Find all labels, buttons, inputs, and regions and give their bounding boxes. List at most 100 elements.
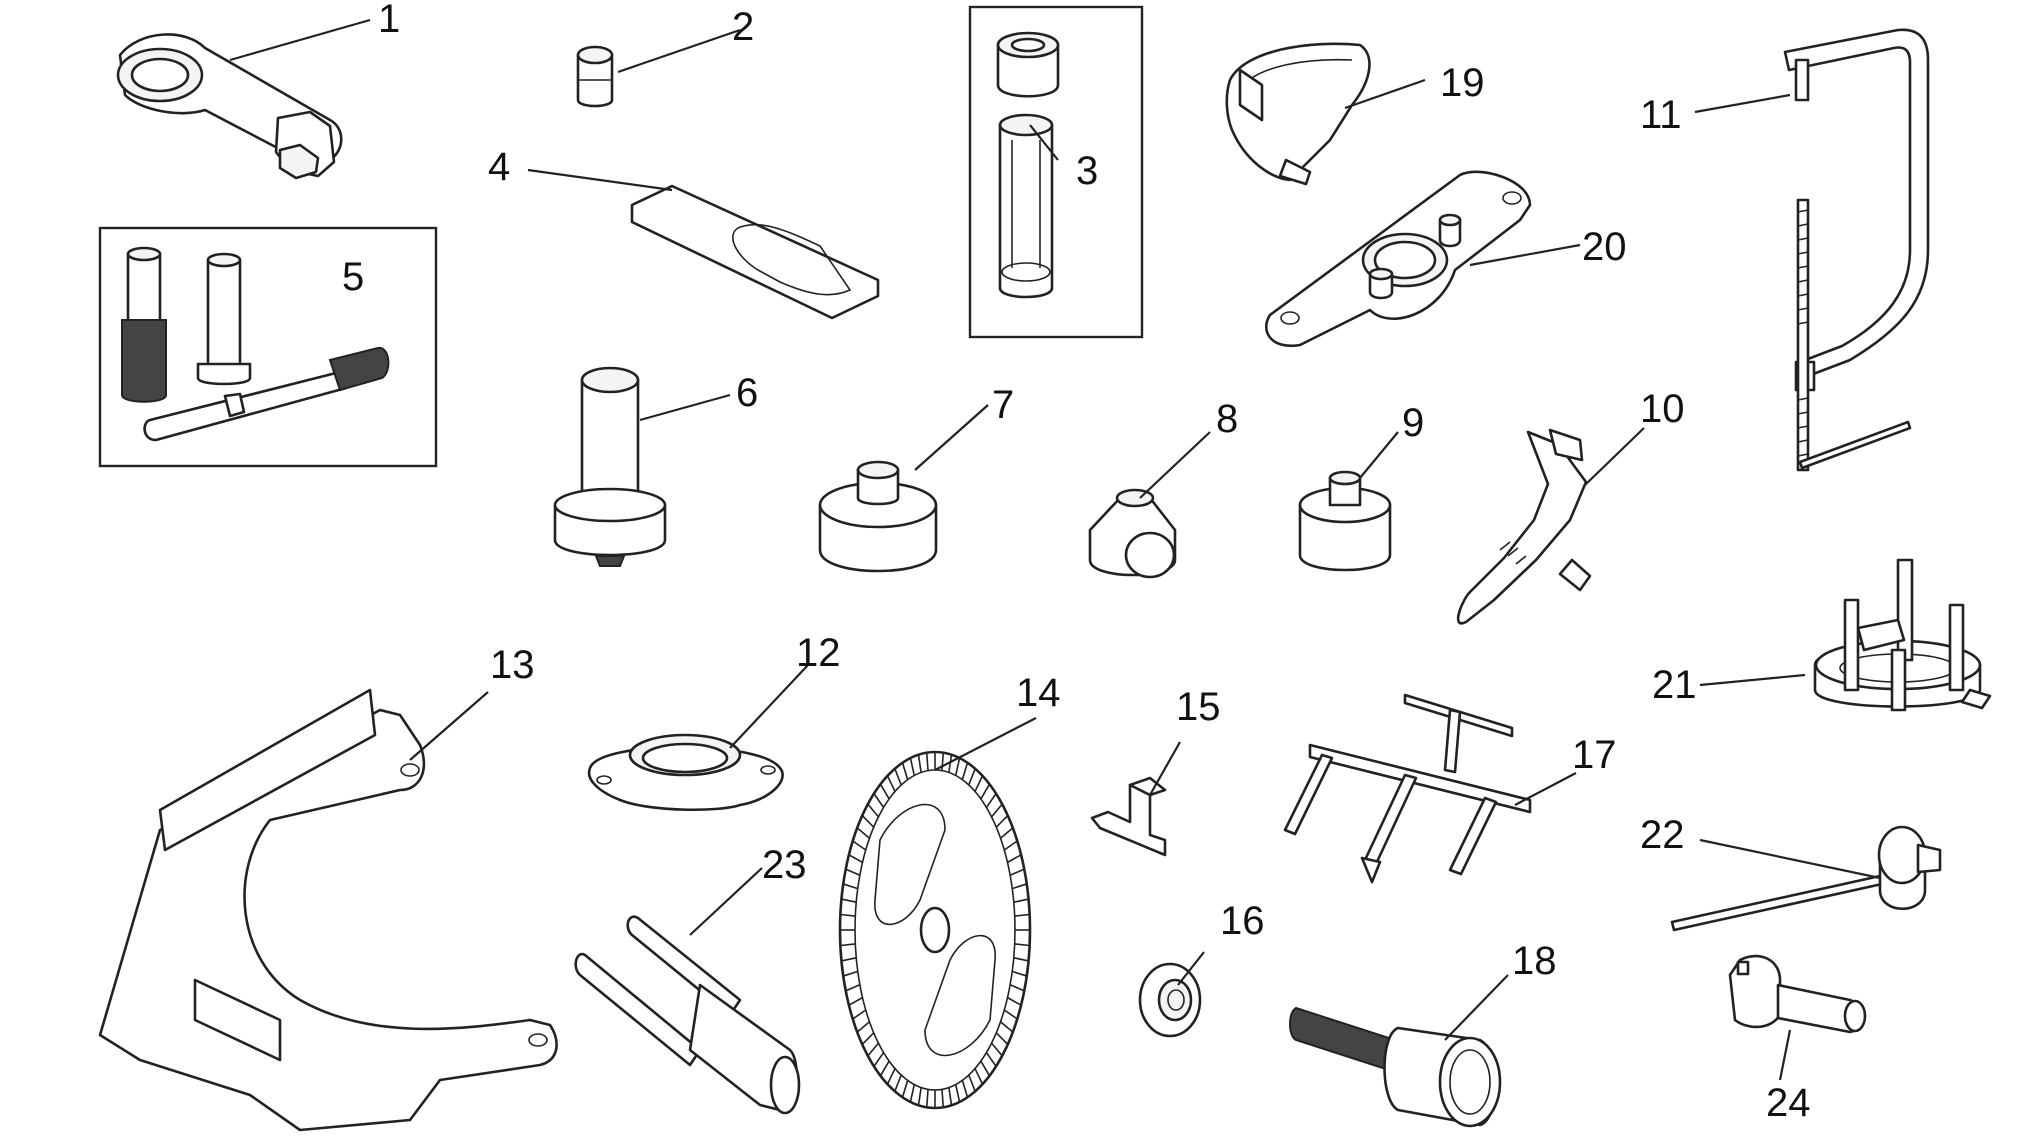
callout-20: 20 <box>1582 225 1627 269</box>
callout-10: 10 <box>1640 387 1685 431</box>
callout-18: 18 <box>1512 939 1557 983</box>
tool-3-sleeve-set <box>968 5 1144 339</box>
tool-17-bar-puller <box>1283 693 1532 884</box>
degree-wheel-tick <box>1013 957 1029 962</box>
degree-wheel-tick <box>941 752 945 771</box>
degree-wheel-tick <box>948 1087 953 1106</box>
degree-wheel-tick <box>990 803 1003 818</box>
tool-22-shaft-cup <box>1670 825 1942 932</box>
degree-wheel-tick <box>886 775 896 792</box>
leader-lines <box>229 18 1881 1081</box>
degree-wheel-tick <box>894 1074 902 1092</box>
degree-wheel-tick <box>961 1080 969 1098</box>
degree-wheel-tick <box>867 803 880 818</box>
tool-6-drift <box>553 366 667 567</box>
tool-24-stepped-pin <box>1728 954 1867 1034</box>
degree-wheel-tick <box>985 793 997 808</box>
tool-1-crank-wrench <box>116 33 343 180</box>
callout-labels: 1 2 3 4 5 6 7 8 9 10 11 12 13 14 15 16 1… <box>342 0 1811 1125</box>
degree-wheel-tick <box>954 1084 961 1103</box>
degree-wheel-tick <box>925 1089 929 1108</box>
callout-14: 14 <box>1016 671 1061 715</box>
callout-24: 24 <box>1766 1081 1811 1125</box>
degree-wheel-tick <box>842 883 858 890</box>
degree-wheel-tick <box>1000 1021 1014 1033</box>
degree-wheel-tick <box>1009 983 1025 992</box>
degree-wheel-tick <box>873 1052 885 1067</box>
tool-21-post-stand <box>1813 558 1992 712</box>
degree-wheel-tick <box>1012 970 1028 977</box>
callout-4: 4 <box>488 145 510 189</box>
callout-9: 9 <box>1402 401 1424 445</box>
tool-18-handle-cup <box>1289 1006 1502 1128</box>
degree-wheel-tick <box>861 1032 875 1045</box>
callout-6: 6 <box>736 371 758 415</box>
degree-wheel-tick <box>845 868 861 877</box>
degree-wheel-tick <box>852 1009 867 1020</box>
degree-wheel-tick <box>841 957 857 962</box>
tool-20-flywheel-holder <box>1264 170 1532 348</box>
degree-wheel-tick <box>980 783 991 800</box>
degree-wheel-tick <box>1012 883 1028 890</box>
tool-2-bush <box>576 45 614 108</box>
degree-wheel-tick <box>1014 913 1030 917</box>
callout-2: 2 <box>732 5 754 49</box>
degree-wheel-tick <box>925 752 929 771</box>
callout-12: 12 <box>796 631 841 675</box>
degree-wheel-tick <box>917 754 922 773</box>
callout-1: 1 <box>378 0 400 41</box>
callout-11: 11 <box>1640 93 1682 137</box>
degree-wheel-tick <box>1009 868 1025 877</box>
tool-12-flange-ring <box>587 733 784 812</box>
degree-wheel-tick <box>852 840 867 851</box>
degree-wheel-tick <box>842 970 858 977</box>
tool-13-support-plate <box>98 688 558 1132</box>
tool-15-bracket <box>1090 776 1167 857</box>
degree-wheel-tick <box>980 1060 991 1077</box>
degree-wheel-tick <box>968 1074 976 1092</box>
degree-wheel-tick <box>995 815 1009 828</box>
degree-wheel-tick <box>909 757 916 776</box>
degree-wheel-tick <box>1014 943 1030 947</box>
callout-8: 8 <box>1216 397 1238 441</box>
degree-wheel-tick <box>968 768 976 786</box>
tool-7-puller-cup <box>818 460 938 573</box>
degree-wheel-tick <box>941 1089 945 1108</box>
degree-wheel-tick <box>848 854 863 864</box>
degree-wheel-tick <box>1003 840 1018 851</box>
degree-wheel-tick <box>856 1021 870 1033</box>
tool-16-small-flange <box>1138 962 1202 1038</box>
degree-wheel-tick <box>886 1068 896 1085</box>
degree-wheel-tick <box>879 783 890 800</box>
callout-7: 7 <box>992 383 1014 427</box>
callout-3: 3 <box>1076 149 1098 193</box>
callout-16: 16 <box>1220 899 1265 943</box>
degree-wheel-tick <box>909 1084 916 1103</box>
tool-9-cylinder <box>1298 470 1392 572</box>
degree-wheel-tick <box>948 754 953 773</box>
degree-wheel-tick <box>974 1068 984 1085</box>
degree-wheel-tick <box>1007 854 1022 864</box>
degree-wheel-tick <box>856 827 870 839</box>
degree-wheel-tick <box>917 1087 922 1106</box>
degree-wheel-tick <box>1000 827 1014 839</box>
degree-wheel-tick <box>841 898 857 903</box>
degree-wheel-tick <box>1007 996 1022 1006</box>
degree-wheel-tick <box>879 1060 890 1077</box>
tool-19-strap-band <box>1225 42 1371 186</box>
callout-17: 17 <box>1572 733 1617 777</box>
tool-11-c-clamp <box>1783 28 1930 472</box>
degree-wheel-tick <box>861 815 875 828</box>
callout-13: 13 <box>490 643 535 687</box>
tool-4-slotted-plate <box>630 184 880 320</box>
degree-wheel-tick <box>1003 1009 1018 1020</box>
degree-wheel-tick <box>873 793 885 808</box>
degree-wheel-tick <box>840 913 856 917</box>
callout-15: 15 <box>1176 685 1221 729</box>
tool-14-degree-wheel <box>838 750 1032 1110</box>
degree-wheel-tick <box>954 757 961 776</box>
callout-22: 22 <box>1640 813 1685 857</box>
degree-wheel-tick <box>901 762 909 780</box>
degree-wheel-tick <box>845 983 861 992</box>
